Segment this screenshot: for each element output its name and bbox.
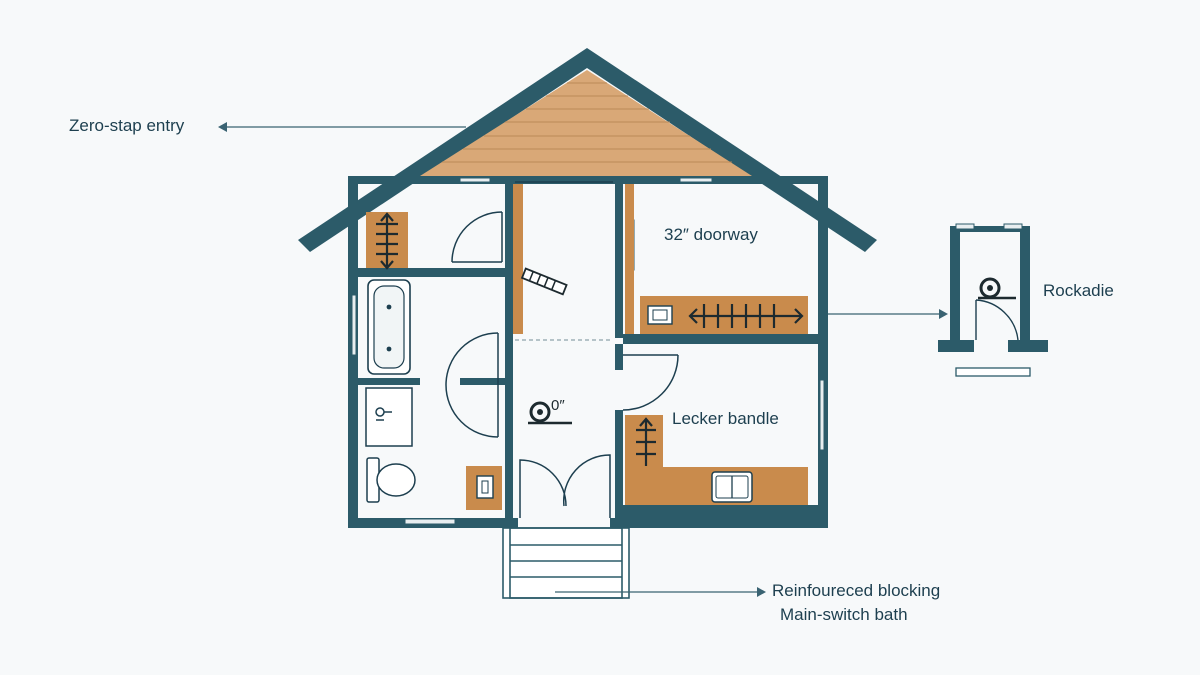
grab-bar-icon xyxy=(636,417,656,466)
main-switch-bath-label: Main-switch bath xyxy=(780,605,908,624)
reinforced-blocking-label: Reinfoureced blocking xyxy=(772,581,941,600)
arrow-right-icon xyxy=(939,309,948,319)
lecker-bandle-label: Lecker bandle xyxy=(672,409,779,428)
side-unit xyxy=(938,223,1048,377)
turning-mark-label: 0″ xyxy=(551,397,565,414)
interior-walls xyxy=(358,176,818,528)
entry-ramp xyxy=(502,527,630,599)
sink-icon xyxy=(365,387,413,447)
light-switch-icon xyxy=(647,305,673,325)
grab-bar-icon xyxy=(376,212,398,270)
grab-bar-icon xyxy=(688,304,804,328)
roof xyxy=(298,48,877,252)
ramp-indicator xyxy=(520,267,568,296)
bathtub-icon xyxy=(367,279,411,375)
rockadie-label: Rockadie xyxy=(1043,281,1114,300)
doorway-label: 32″ doorway xyxy=(664,225,758,244)
toilet-icon xyxy=(366,457,416,503)
arrow-right-icon xyxy=(757,587,766,597)
callout-lines xyxy=(226,126,940,593)
turning-circle-icon: 0″ xyxy=(528,397,572,425)
light-switch-icon xyxy=(476,475,494,499)
appliance-icon xyxy=(711,471,753,503)
door-swings xyxy=(445,181,679,518)
zero-step-entry-label: Zero-stap entry xyxy=(69,116,185,135)
arrow-left-icon xyxy=(218,122,227,132)
